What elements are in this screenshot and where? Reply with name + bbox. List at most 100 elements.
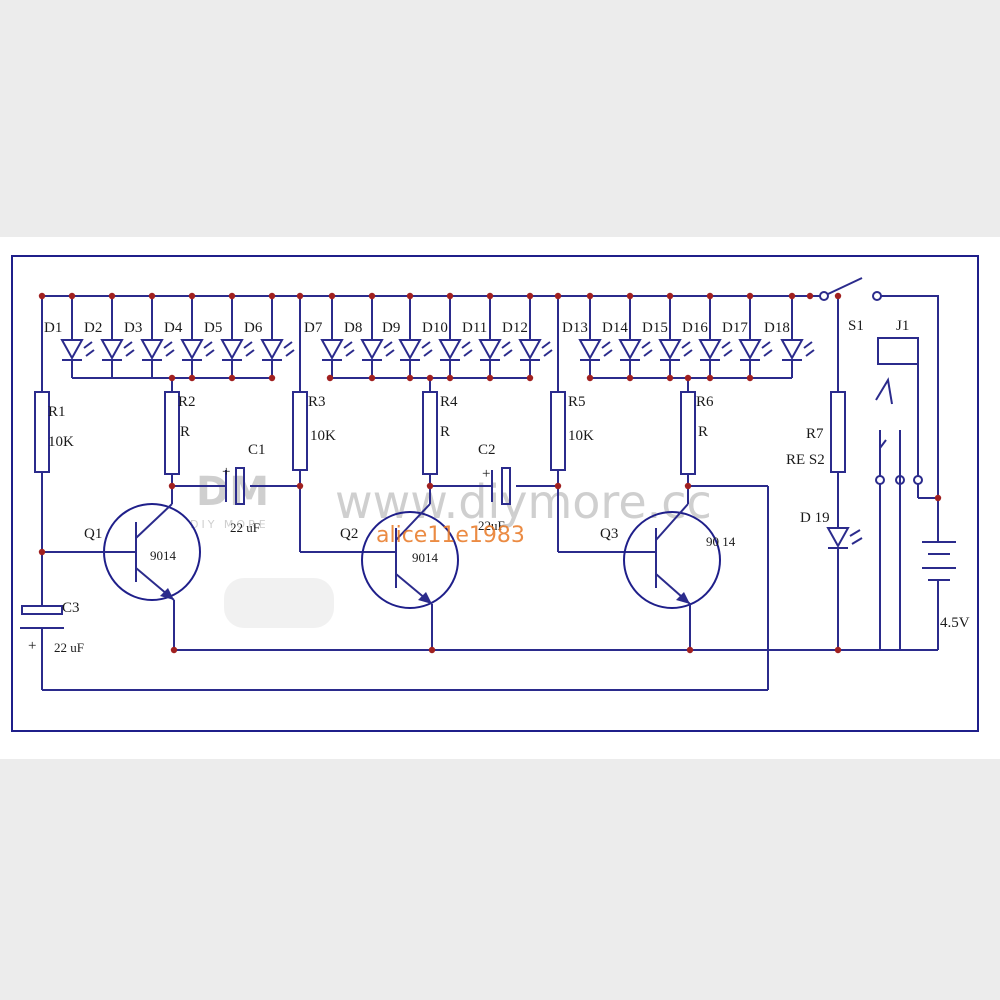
junction-dot xyxy=(406,292,414,300)
value-c3: 22 uF xyxy=(54,640,84,655)
label-c3: C3 xyxy=(62,600,80,616)
ground-rail xyxy=(173,470,901,651)
value-q2: 9014 xyxy=(412,550,439,565)
junction-dot xyxy=(168,482,176,490)
junction-dot xyxy=(148,292,156,300)
junction-dot xyxy=(666,292,674,300)
junction-dot xyxy=(326,374,334,382)
value-q1: 9014 xyxy=(150,548,177,563)
plus-c3: + xyxy=(28,638,36,654)
junction-dot xyxy=(586,374,594,382)
transistor-q2 xyxy=(361,503,459,650)
label-c2: C2 xyxy=(478,442,496,458)
junction-dot xyxy=(746,292,754,300)
led-label: D16 xyxy=(682,320,708,336)
led-d15 xyxy=(658,296,693,378)
junction-dot xyxy=(38,548,46,556)
junction-dot xyxy=(368,374,376,382)
junction-dot xyxy=(684,374,692,382)
value-r7: RE S2 xyxy=(786,452,825,468)
led-d11 xyxy=(478,296,513,378)
led-d9 xyxy=(398,296,433,378)
switch-s1 xyxy=(819,277,939,498)
led-label: D7 xyxy=(304,320,323,336)
led-d19 xyxy=(826,527,863,549)
label-r6: R6 xyxy=(696,394,714,410)
junction-dot xyxy=(686,646,694,654)
label-d19: D 19 xyxy=(800,510,830,526)
capacitor-c1 xyxy=(225,467,245,505)
led-d12 xyxy=(518,296,553,378)
junction-dot xyxy=(554,292,562,300)
led-d10 xyxy=(438,296,473,378)
value-c1: 22 uF xyxy=(230,520,260,535)
value-r3: 10K xyxy=(310,428,336,444)
watermark-logo-subtitle: DIY MORE xyxy=(190,518,269,531)
led-d2 xyxy=(100,296,135,378)
junction-dot xyxy=(486,374,494,382)
junction-dot xyxy=(934,494,942,502)
junction-dot xyxy=(426,482,434,490)
junction-dot xyxy=(108,292,116,300)
junction-dot xyxy=(188,292,196,300)
junction-dot xyxy=(526,292,534,300)
junction-dot xyxy=(684,482,692,490)
junction-dot xyxy=(68,292,76,300)
battery xyxy=(900,530,956,651)
resistor-r5 xyxy=(550,391,566,471)
junction-dot xyxy=(446,374,454,382)
junction-dot xyxy=(406,374,414,382)
junction-dot xyxy=(228,374,236,382)
resistor-r6 xyxy=(680,391,696,475)
capacitor-c2 xyxy=(491,467,511,505)
label-j1: J1 xyxy=(896,318,909,334)
value-q3: 90 14 xyxy=(706,534,736,549)
value-r2: R xyxy=(180,424,190,440)
led-label: D15 xyxy=(642,320,668,336)
led-d8 xyxy=(360,296,395,378)
led-label: D12 xyxy=(502,320,528,336)
led-label: D9 xyxy=(382,320,400,336)
junction-dot xyxy=(586,292,594,300)
junction-dot xyxy=(228,292,236,300)
value-r5: 10K xyxy=(568,428,594,444)
led-d6 xyxy=(260,296,295,378)
label-q3: Q3 xyxy=(600,526,618,542)
junction-dot xyxy=(188,374,196,382)
junction-dot xyxy=(666,374,674,382)
resistor-r1 xyxy=(34,391,50,473)
junction-dot xyxy=(168,374,176,382)
junction-dot xyxy=(746,374,754,382)
junction-dot xyxy=(268,374,276,382)
led-label: D3 xyxy=(124,320,142,336)
led-d13 xyxy=(578,296,613,378)
label-q2: Q2 xyxy=(340,526,358,542)
led-d4 xyxy=(180,296,215,378)
junction-dot xyxy=(806,292,814,300)
junction-dot xyxy=(368,292,376,300)
led-d14 xyxy=(618,296,653,378)
junction-dot xyxy=(626,292,634,300)
led-label: D6 xyxy=(244,320,263,336)
led-label: D17 xyxy=(722,320,748,336)
schematic-background xyxy=(0,237,1000,759)
junction-dot xyxy=(296,292,304,300)
junction-dot xyxy=(268,292,276,300)
watermark-user: alice11e1983 xyxy=(376,523,525,548)
capacitor-c3 xyxy=(20,605,64,629)
watermark-logo: DM xyxy=(196,469,269,515)
junction-dot xyxy=(296,482,304,490)
led-label: D18 xyxy=(764,320,790,336)
label-r3: R3 xyxy=(308,394,326,410)
led-label: D8 xyxy=(344,320,362,336)
junction-dot xyxy=(446,292,454,300)
led-d5 xyxy=(220,296,255,378)
junction-dot xyxy=(328,292,336,300)
watermark-site: www.diymore.cc xyxy=(335,475,712,529)
junction-dot xyxy=(706,374,714,382)
led-d18 xyxy=(780,296,815,378)
watermark-smudge xyxy=(224,578,334,628)
